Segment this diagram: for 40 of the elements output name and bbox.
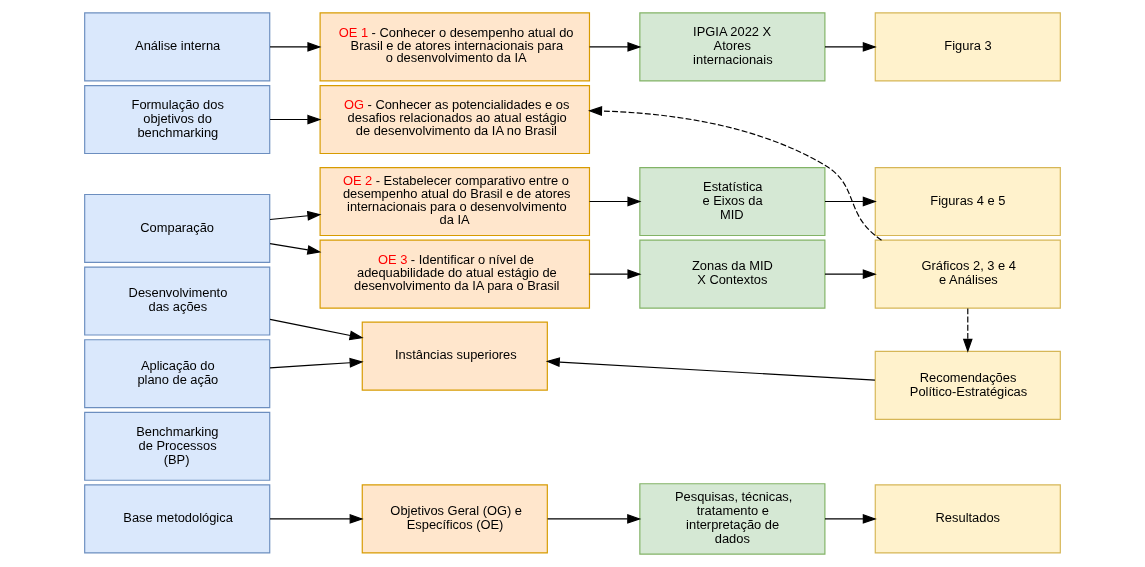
arrow <box>588 106 883 241</box>
arrow <box>588 196 642 207</box>
arrow <box>824 42 877 52</box>
node-box: Zonas da MID X Contextos <box>639 239 826 309</box>
arrow <box>824 269 877 280</box>
node-box: Formulação dos objetivos do benchmarking <box>84 84 271 155</box>
arrow <box>269 114 322 125</box>
node-box: OE 3 - Identificar o nível de adequabilidade do atual estágio de desenvolvimento da IA para o Brasil <box>319 239 591 309</box>
node-box: OE 2 - Estabelecer comparativo entre o desempenho atual do Brasil e de atores internacionais para o desenvolvimento da IA <box>319 166 591 237</box>
node-box: Estatística e Eixos da MID <box>639 166 826 237</box>
node-box: Resultados <box>874 484 1061 554</box>
arrow <box>269 318 364 341</box>
node-box: IPGIA 2022 X Atores internacionais <box>639 12 826 82</box>
node-box: Gráficos 2, 3 e 4 e Análises <box>874 239 1061 309</box>
node-box: Instâncias superiores <box>361 321 548 391</box>
arrow <box>269 42 322 52</box>
node-box: OG - Conhecer as potencialidades e os desafios relacionados ao atual estágio de desenvolvimento da IA no Brasil <box>319 84 591 155</box>
arrow <box>824 514 877 524</box>
node-box: Figuras 4 e 5 <box>874 166 1061 237</box>
node-box: Análise interna <box>84 12 271 82</box>
arrow <box>545 357 876 381</box>
arrow <box>269 210 322 221</box>
arrow <box>269 243 322 255</box>
arrow <box>588 269 642 280</box>
arrow <box>547 514 642 524</box>
node-box: Base metodológica <box>84 484 271 554</box>
arrow <box>269 514 364 524</box>
node-box: Recomendações Político-Estratégicas <box>874 350 1061 420</box>
arrow <box>824 196 877 207</box>
arrow <box>588 42 642 52</box>
node-box: Comparação <box>84 193 271 263</box>
node-box: Pesquisas, técnicas, tratamento e interpretação de dados <box>639 483 826 555</box>
node-box: Benchmarking de Processos (BP) <box>84 411 271 481</box>
node-box: Aplicação do plano de ação <box>84 339 271 409</box>
node-box: Objetivos Geral (OG) e Específicos (OE) <box>361 484 548 554</box>
arrow <box>269 357 364 369</box>
node-box: Desenvolvimento das ações <box>84 266 271 336</box>
node-box: OE 1 - Conhecer o desempenho atual do Brasil e de atores internacionais para o desenvolvimento da IA <box>319 12 591 82</box>
node-box: Figura 3 <box>874 12 1061 82</box>
arrow <box>962 307 973 353</box>
